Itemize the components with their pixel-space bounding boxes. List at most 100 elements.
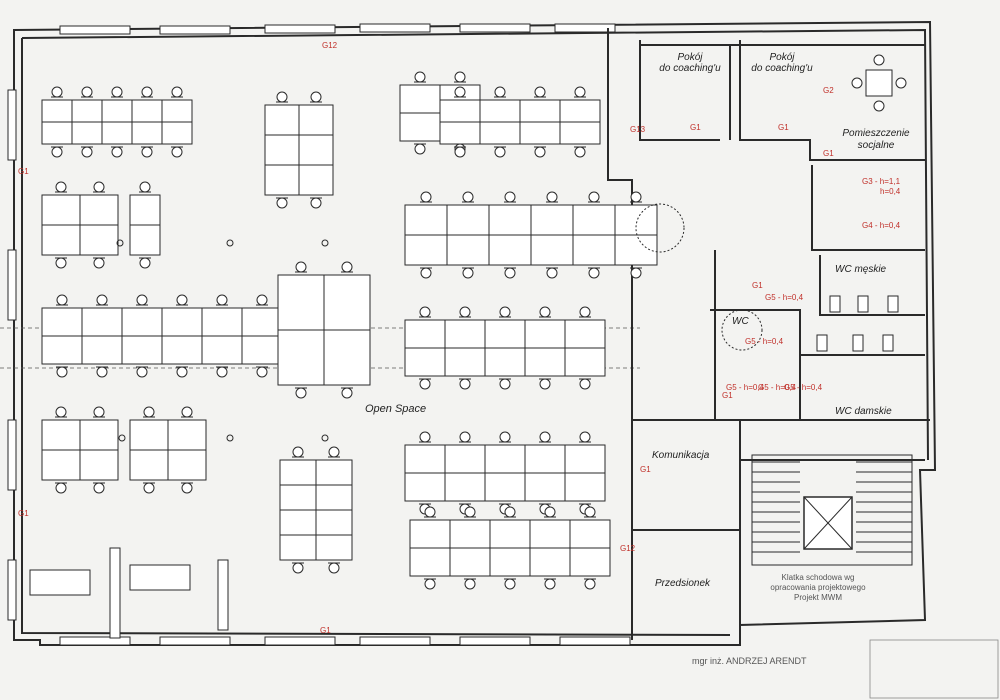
desk xyxy=(315,459,353,486)
office-chair xyxy=(292,562,304,574)
marker-g1-wc-b: G1 xyxy=(722,391,733,400)
desk xyxy=(439,121,481,145)
marker-g1-coach-a: G1 xyxy=(690,123,701,132)
office-chair xyxy=(256,366,268,378)
office-chair xyxy=(539,431,551,443)
desk xyxy=(41,99,73,123)
desk xyxy=(161,99,193,123)
desk xyxy=(298,134,334,166)
desk xyxy=(524,347,566,377)
desk xyxy=(201,307,243,337)
office-chair xyxy=(499,378,511,390)
office-chair xyxy=(454,71,466,83)
desk xyxy=(488,234,532,266)
office-chair xyxy=(295,387,307,399)
office-chair xyxy=(420,191,432,203)
desk xyxy=(409,519,451,549)
desk xyxy=(121,335,163,365)
column-marker xyxy=(226,434,234,442)
desk xyxy=(315,534,353,561)
office-chair xyxy=(504,578,516,590)
desk xyxy=(167,419,207,451)
office-chair xyxy=(494,146,506,158)
desk xyxy=(201,335,243,365)
desk xyxy=(404,444,446,474)
desk xyxy=(446,204,490,236)
desk xyxy=(564,347,606,377)
desk xyxy=(279,509,317,536)
desk xyxy=(161,307,203,337)
marker-g5-wc-c: G5 - h=0,4 xyxy=(758,383,797,392)
office-chair xyxy=(579,378,591,390)
office-chair xyxy=(292,446,304,458)
office-chair xyxy=(499,306,511,318)
office-chair xyxy=(256,294,268,306)
desk xyxy=(167,449,207,481)
office-chair xyxy=(55,482,67,494)
office-chair xyxy=(499,431,511,443)
column-marker xyxy=(118,434,126,442)
office-chair xyxy=(494,86,506,98)
desk xyxy=(484,319,526,349)
office-chair xyxy=(139,181,151,193)
marker-g1-bottom: G1 xyxy=(320,626,331,635)
desk xyxy=(524,472,566,502)
desk xyxy=(404,347,446,377)
office-chair xyxy=(295,261,307,273)
office-chair xyxy=(96,366,108,378)
office-chair xyxy=(544,578,556,590)
desk xyxy=(41,194,81,226)
wc-women-label: WC damskie xyxy=(835,406,892,417)
desk xyxy=(129,194,161,226)
office-chair xyxy=(504,267,516,279)
desk xyxy=(519,99,561,123)
office-chair xyxy=(630,267,642,279)
office-chair xyxy=(546,267,558,279)
office-chair xyxy=(454,146,466,158)
office-chair xyxy=(143,406,155,418)
desk xyxy=(298,104,334,136)
marker-g12-top: G12 xyxy=(322,41,338,50)
office-chair xyxy=(414,71,426,83)
kitchen-note-h: h=0,4 xyxy=(880,187,901,196)
office-chair xyxy=(51,86,63,98)
office-chair xyxy=(276,91,288,103)
column-marker xyxy=(321,434,329,442)
desk xyxy=(559,99,601,123)
wc-label: WC xyxy=(732,316,749,327)
column-marker xyxy=(226,239,234,247)
desk xyxy=(264,134,300,166)
office-chair xyxy=(462,267,474,279)
marker-g12-corridor: G12 xyxy=(620,544,636,553)
desk xyxy=(444,347,486,377)
desk xyxy=(131,99,163,123)
desk xyxy=(129,224,161,256)
desk xyxy=(277,329,325,386)
office-chair xyxy=(81,146,93,158)
desk xyxy=(479,99,521,123)
office-chair xyxy=(51,146,63,158)
desk xyxy=(323,329,371,386)
office-chair xyxy=(534,146,546,158)
office-chair xyxy=(420,267,432,279)
office-chair xyxy=(111,146,123,158)
desk xyxy=(129,419,169,451)
desk xyxy=(489,519,531,549)
office-chair xyxy=(93,482,105,494)
office-chair xyxy=(544,506,556,518)
desk xyxy=(404,319,446,349)
office-chair xyxy=(584,578,596,590)
desk xyxy=(399,84,441,114)
desk xyxy=(404,472,446,502)
desk xyxy=(404,234,448,266)
open-space-label: Open Space xyxy=(365,403,426,415)
office-chair xyxy=(504,506,516,518)
author-signature: mgr inż. ANDRZEJ ARENDT xyxy=(692,656,807,666)
desk xyxy=(41,307,83,337)
office-chair xyxy=(171,86,183,98)
marker-g5-wcmen: G5 - h=0,4 xyxy=(765,293,804,302)
desk xyxy=(79,194,119,226)
desk xyxy=(564,444,606,474)
